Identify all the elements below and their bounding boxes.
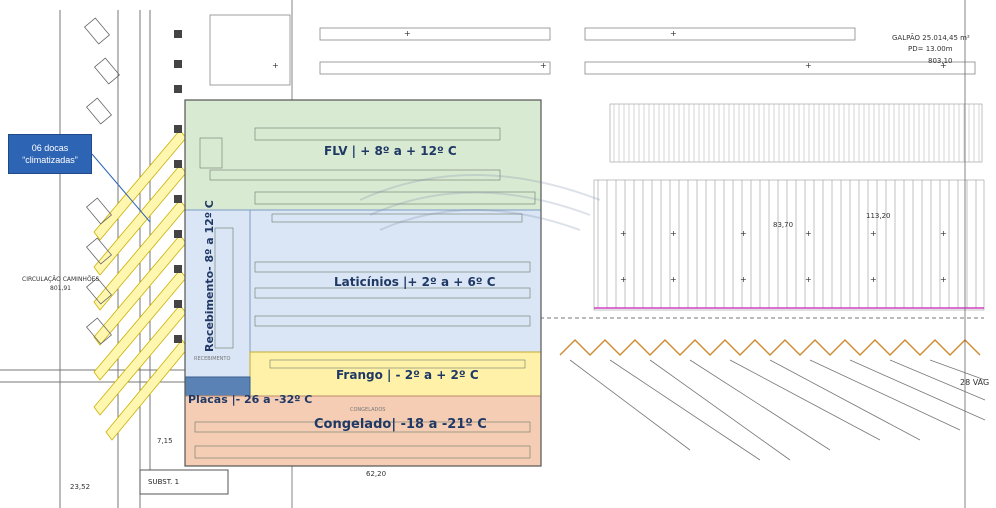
svg-text:+: + [620,275,627,284]
substation [139,469,229,495]
rack-grid-top-right-lines [613,104,980,162]
zone-label-congelado: Congelado| -18 a -21º C [314,417,487,432]
svg-text:+: + [620,229,627,238]
zone-label-frango: Frango | - 2º a + 2º C [336,368,479,382]
truck-bays-left [84,17,120,345]
zone-racks [194,127,536,459]
galpao-area: GALPÃO 25.014,45 m² [892,34,970,42]
level-top: 803,10 [928,57,953,65]
svg-text:+: + [740,229,747,238]
zone-flv [184,99,542,211]
svg-text:+: + [940,61,947,70]
svg-text:+: + [805,61,812,70]
svg-text:+: + [805,275,812,284]
recebimento-small: RECEBIMENTO [194,356,231,362]
svg-text:+: + [940,229,947,238]
watermark-logo [359,174,601,231]
svg-text:+: + [540,61,547,70]
dim-bottom: 62,20 [366,470,387,478]
level-left: 801,91 [50,285,71,292]
svg-text:+: + [740,275,747,284]
svg-text:+: + [404,29,411,38]
circulacao-label: CIRCULAÇÃO CAMINHÕES [22,276,100,283]
zone-label-placas: Placas |- 26 a -32º C [188,393,313,406]
pd-height: PD= 13.00m [908,45,953,53]
dim-715: 7,15 [157,437,173,445]
top-racks [209,14,976,86]
callout-line2: “climatizadas” [22,155,78,165]
docks-callout: 06 docas “climatizadas” [8,134,92,174]
rack-grid-mid-right [593,179,985,311]
rack-lines-mid-right [597,180,977,308]
svg-text:+: + [870,229,877,238]
truck-bays-bottom-right [569,359,986,461]
svg-text:+: + [870,275,877,284]
congelados-small: CONGELADOS [350,407,386,413]
rack-grid-top-right [609,103,983,163]
callout-line1: 06 docas [31,143,69,153]
svg-text:+: + [670,229,677,238]
climatized-docks [93,129,189,441]
zone-frango [249,351,542,397]
zone-label-recebimento: Recebimento- 8º a 12º C [203,200,216,352]
dim-11320: 113,20 [866,212,891,220]
building-outline [184,99,542,467]
svg-text:+: + [805,229,812,238]
zone-label-laticinios: Laticínios |+ 2º a + 6º C [334,275,496,289]
dock-doors [174,30,182,343]
dim-left-bottom: 23,52 [70,483,91,491]
svg-text:+: + [940,275,947,284]
dim-8370: 83,70 [773,221,794,229]
svg-text:+: + [670,275,677,284]
zone-congelado [184,395,542,467]
vagas-label: 28 VAG [960,378,990,387]
zone-recebimento [184,209,251,378]
column-markers: + + + + + + + + + + + + + + + + + + [272,29,947,284]
orange-zigzag [559,339,981,356]
zone-label-flv: FLV | + 8º a + 12º C [324,144,457,158]
substation-label: SUBST. 1 [148,478,180,486]
svg-text:+: + [670,29,677,38]
svg-text:+: + [272,61,279,70]
